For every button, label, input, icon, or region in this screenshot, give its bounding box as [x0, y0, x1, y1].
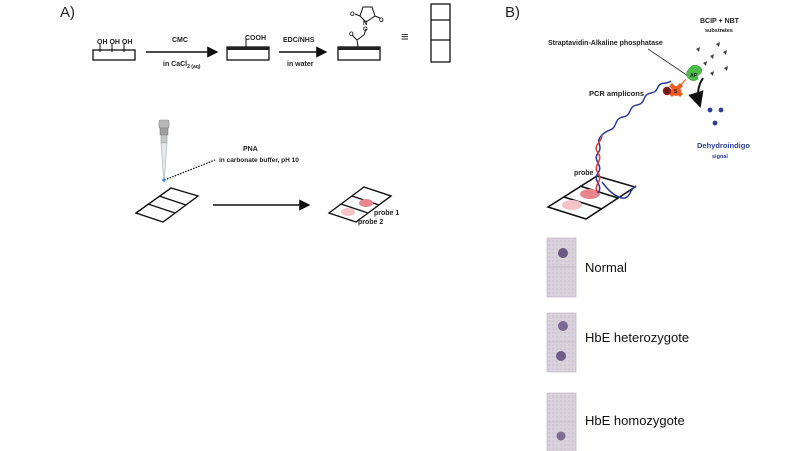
three-cell-strip — [430, 3, 451, 63]
spot-probe2 — [556, 351, 566, 361]
result-label-homozygote: HbE homozygote — [585, 413, 685, 428]
result-membrane-normal — [546, 237, 577, 298]
spot-probe1 — [558, 248, 568, 258]
reagent-edc-nhs: EDC/NHS — [283, 37, 315, 44]
enzyme-pointer-line — [647, 48, 689, 77]
spot-probe2 — [556, 431, 566, 441]
atom-n: N — [363, 21, 367, 27]
panel-a-label: A) — [60, 4, 75, 21]
carboxyl-label: COOH — [245, 35, 266, 42]
result-label-heterozygote: HbE heterozygote — [585, 330, 689, 345]
probe1-spot-b — [580, 189, 600, 199]
signal-title: Dehydroindigo — [697, 141, 750, 150]
biotin-glyph: B — [665, 89, 669, 95]
spotted-membrane-strip — [327, 186, 393, 223]
probe-label: probe — [574, 170, 594, 177]
reagent-cmc: CMC — [172, 37, 188, 44]
probe1-label: probe 1 — [374, 210, 399, 217]
condition-cacl2: in CaCl2 (aq) — [163, 61, 201, 70]
substrate-molecules — [696, 42, 728, 76]
signal-sub: signal — [712, 154, 728, 160]
hydroxyl-groups-label: OH OH OH — [97, 39, 132, 46]
conversion-arrow — [688, 77, 704, 108]
biotin-icon: B — [662, 86, 672, 96]
hydroxyl-surface — [92, 44, 136, 61]
probe2-spot-b — [562, 200, 582, 210]
result-membrane-homozygote — [546, 392, 577, 451]
atom-o-carbonyl: O — [349, 32, 354, 38]
sa-glyph: S — [674, 89, 678, 95]
enzyme-label: Straptavidin-Alkaline phosphatase — [548, 40, 663, 47]
signal-dots — [707, 107, 724, 126]
streptavidin-icon: S — [669, 83, 683, 97]
alkaline-phosphatase-icon: AP — [686, 64, 703, 81]
ap-glyph: AP — [690, 73, 698, 79]
nhs-ester-surface — [337, 6, 381, 61]
probe2-spot — [341, 208, 355, 216]
atom-o-ester: O — [363, 27, 368, 33]
condition-carbonate-buffer: in carbonate buffer, pH 10 — [219, 157, 299, 164]
pointer-dotted-line — [166, 159, 216, 180]
dna-helix — [595, 80, 672, 199]
probe2-label: probe 2 — [358, 219, 383, 226]
probe1-spot — [359, 199, 373, 207]
hybridization-strip — [546, 175, 637, 220]
equivalent-symbol: ≡ — [401, 29, 409, 44]
substrates-sub: substrates — [705, 28, 733, 34]
blank-membrane-strip — [134, 187, 200, 223]
atom-o-ring-left: O — [350, 12, 355, 18]
condition-water: in water — [287, 61, 314, 68]
pipette-icon — [158, 119, 170, 182]
amplicons-label: PCR amplicons — [589, 89, 644, 98]
substrates-title: BCIP + NBT — [700, 18, 740, 25]
reagent-pna: PNA — [243, 146, 258, 153]
panel-b-label: B) — [505, 4, 520, 21]
result-membrane-heterozygote — [546, 312, 577, 373]
result-label-normal: Normal — [585, 260, 627, 275]
spot-probe1 — [558, 321, 568, 331]
atom-o-ring-right: O — [379, 18, 384, 24]
carboxyl-surface — [226, 38, 270, 61]
